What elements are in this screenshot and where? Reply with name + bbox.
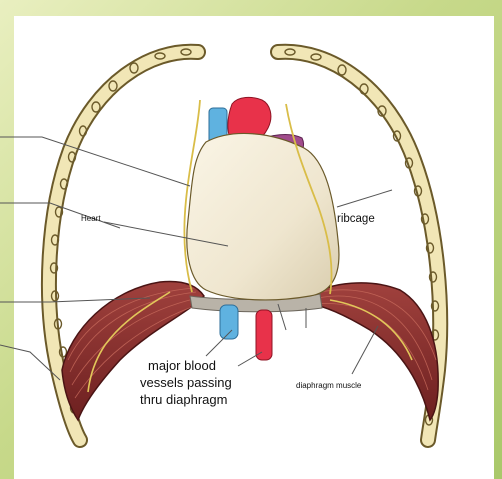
label-diaphragm: diaphragm muscle xyxy=(296,381,362,390)
label-heart: Heart xyxy=(81,214,101,223)
label-vessels-line1: major blood xyxy=(148,358,216,373)
label-vessels-line3: thru diaphragm xyxy=(140,392,227,407)
vessels-through-diaphragm xyxy=(220,305,272,360)
label-vessels-line2: vessels passing xyxy=(140,375,232,390)
diaphragm-right xyxy=(310,283,438,420)
heart xyxy=(187,133,339,300)
label-ribcage: ribcage xyxy=(337,213,375,225)
